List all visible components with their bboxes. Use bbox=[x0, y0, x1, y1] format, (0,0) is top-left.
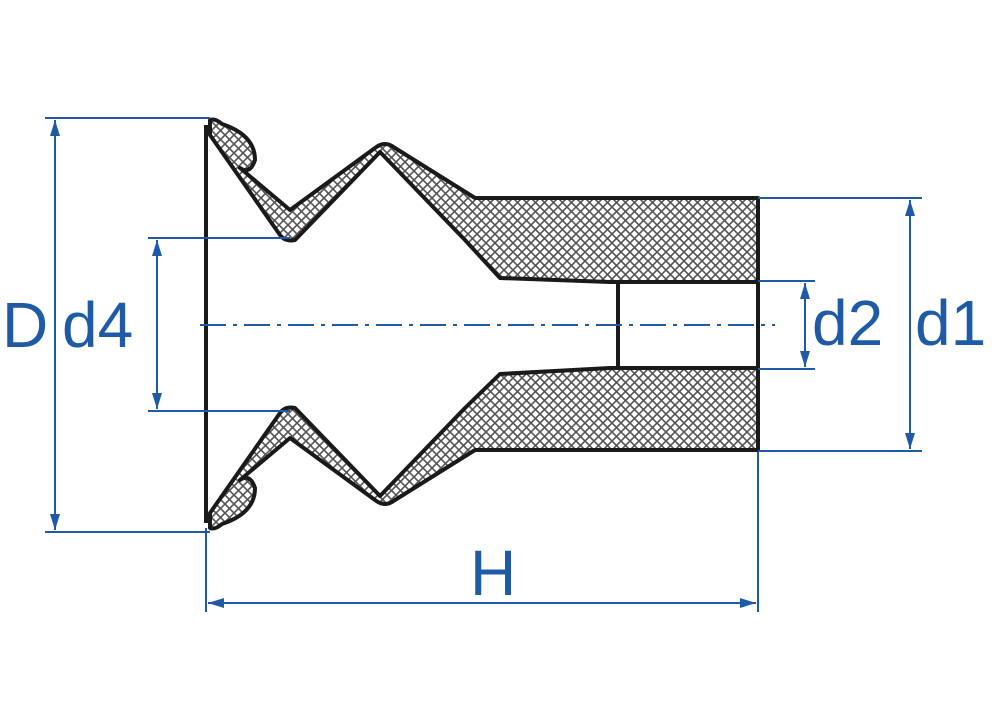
bellows-lower-wall bbox=[208, 366, 760, 531]
dim-d2-arrow-bottom bbox=[800, 351, 810, 367]
dim-H-label: H bbox=[470, 537, 516, 609]
dim-H-arrow-left bbox=[208, 598, 224, 608]
dim-d1-arrow-top bbox=[905, 200, 915, 216]
dim-H-arrow-right bbox=[740, 598, 756, 608]
dim-D-label: D bbox=[2, 289, 48, 361]
dim-d4-label: d4 bbox=[62, 289, 133, 361]
bellows-upper-wall bbox=[208, 117, 760, 284]
dim-D-arrow-top bbox=[50, 120, 60, 136]
dim-d1-arrow-bottom bbox=[905, 433, 915, 449]
dim-d1-label: d1 bbox=[915, 287, 986, 359]
dim-D-arrow-bottom bbox=[50, 514, 60, 530]
dim-d4-arrow-top bbox=[152, 240, 162, 256]
dim-d2-label: d2 bbox=[812, 287, 883, 359]
dim-d2-arrow-top bbox=[800, 283, 810, 299]
dim-d4-arrow-bottom bbox=[152, 393, 162, 409]
